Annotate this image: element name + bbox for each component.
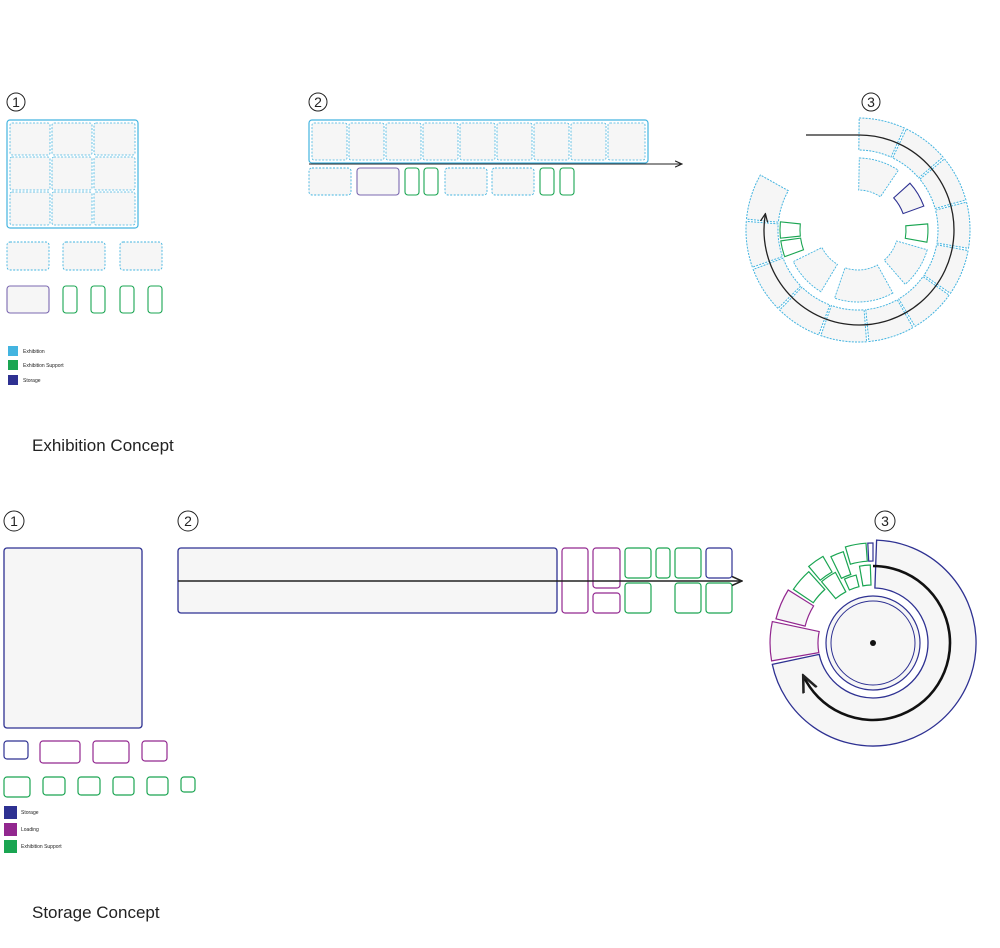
svg-text:1: 1 — [12, 94, 20, 110]
storage-radial-room — [792, 570, 826, 604]
storage-radial-room — [769, 620, 820, 662]
storage-step-2-linear — [177, 547, 742, 614]
exhibition-step-1-storage-row — [6, 285, 163, 314]
storage-step-3-label: 3 — [874, 510, 896, 532]
legend-item-storage: Storage — [8, 375, 41, 385]
exhibition-ring-room — [745, 174, 789, 223]
storage-radial-room — [867, 542, 874, 562]
storage-radial-room — [820, 571, 847, 600]
storage-radial-room — [844, 542, 868, 565]
legend-item-storage: Storage — [4, 806, 39, 819]
exhibition-support-room — [779, 221, 801, 239]
exhibition-ring-room — [778, 286, 831, 336]
exhibition-step-1-label: 1 — [6, 92, 26, 112]
exhibition-inner-room — [883, 240, 928, 285]
exhibition-step-2-label: 2 — [308, 92, 328, 112]
svg-text:Exhibition: Exhibition — [23, 349, 45, 355]
svg-text:3: 3 — [881, 513, 889, 529]
svg-text:2: 2 — [314, 94, 322, 110]
svg-text:1: 1 — [10, 513, 18, 529]
exhibition-concept-title: Exhibition Concept — [32, 436, 174, 455]
exhibition-legend: Exhibition Exhibition Support Storage — [8, 346, 64, 385]
storage-step-2-label: 2 — [177, 510, 199, 532]
legend-item-exhibition-support: Exhibition Support — [8, 360, 64, 370]
exhibition-inner-room — [834, 264, 894, 303]
svg-text:Storage: Storage — [23, 378, 41, 384]
exhibition-storage-space — [892, 182, 925, 215]
storage-legend: Storage Loading Exhibition Support — [4, 806, 62, 853]
exhibition-inner-room — [792, 246, 839, 293]
exhibition-inner-room — [858, 157, 899, 198]
exhibition-section: 1 2 3 — [6, 92, 971, 455]
storage-outer-ring — [771, 539, 977, 747]
storage-step-1-label: 1 — [3, 510, 25, 532]
storage-radial-room — [830, 550, 852, 580]
storage-radial-room — [843, 574, 860, 591]
legend-item-exhibition: Exhibition — [8, 346, 45, 356]
exhibition-step-1-grid — [6, 119, 139, 229]
storage-core-center — [870, 640, 876, 646]
exhibition-ring-room — [745, 220, 784, 268]
exhibition-inner-spaces — [792, 157, 928, 303]
storage-step-1-row-b — [3, 776, 196, 798]
svg-text:2: 2 — [184, 513, 192, 529]
exhibition-step-3-circular — [745, 117, 971, 343]
exhibition-step-3-label: 3 — [861, 92, 881, 112]
exhibition-support-room — [780, 237, 805, 258]
exhibition-circulation-arrow — [764, 134, 955, 326]
svg-text:Storage: Storage — [21, 810, 39, 816]
exhibition-support-room — [904, 223, 929, 243]
svg-text:Exhibition Support: Exhibition Support — [23, 363, 64, 369]
storage-radial-room — [775, 589, 815, 627]
legend-item-exhibition-support: Exhibition Support — [4, 840, 62, 853]
storage-concept-title: Storage Concept — [32, 903, 160, 922]
exhibition-step-1-support-row — [6, 241, 163, 271]
storage-radial-spaces — [769, 542, 874, 662]
exhibition-support-spaces — [779, 221, 929, 258]
storage-step-1-block — [3, 547, 143, 729]
storage-radial-room — [858, 564, 872, 587]
exhibition-step-2-linear — [308, 119, 682, 196]
svg-text:Loading: Loading — [21, 827, 39, 833]
storage-step-3-circular — [769, 539, 977, 747]
storage-radial-room — [807, 555, 833, 582]
storage-step-1-row-a — [3, 740, 168, 764]
legend-item-loading: Loading — [4, 823, 39, 836]
exhibition-ring-room — [752, 257, 802, 310]
svg-text:Exhibition Support: Exhibition Support — [21, 844, 62, 850]
storage-circulation-arrow — [803, 564, 952, 722]
svg-text:3: 3 — [867, 94, 875, 110]
storage-section: 1 2 3 — [3, 510, 977, 922]
